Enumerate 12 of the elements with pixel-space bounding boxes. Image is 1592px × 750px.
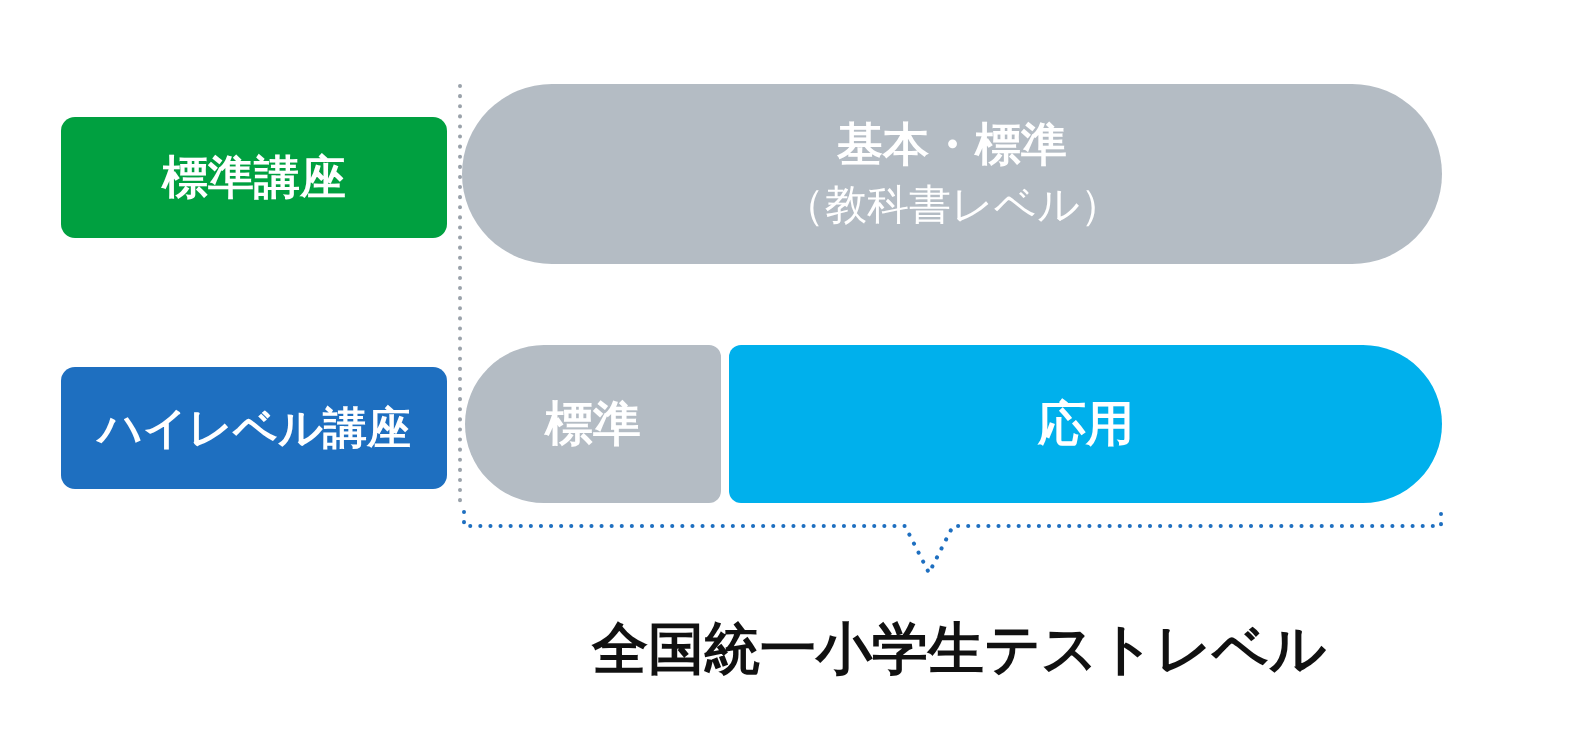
- sub-label: （教科書レベル）: [782, 180, 1122, 231]
- label-text: 標準: [545, 395, 641, 453]
- level-bar: [465, 345, 721, 503]
- level-bar: [729, 345, 1442, 503]
- course-label: [61, 367, 447, 489]
- label-text: ハイレベル講座: [97, 401, 411, 455]
- level-caption: 全国統一小学生テストレベル: [590, 615, 1327, 683]
- level-bar: [462, 84, 1442, 264]
- course-label: [61, 117, 447, 238]
- label-text: 応用: [1037, 395, 1134, 453]
- label-text: 基本・標準: [837, 117, 1067, 173]
- label-text: 標準講座: [162, 149, 346, 206]
